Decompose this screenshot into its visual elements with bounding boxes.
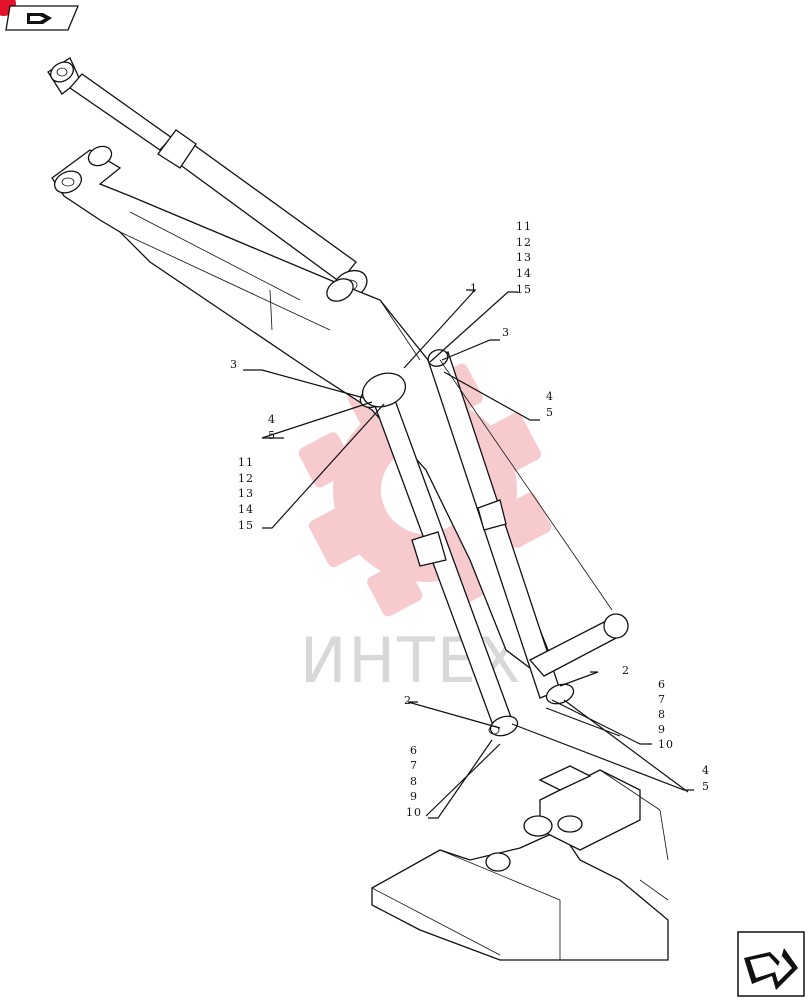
callout-1: 1 [470, 282, 478, 295]
callout-left-9: 9 [410, 790, 418, 803]
callout-left-8: 8 [410, 775, 418, 788]
callout-bottom-5: 5 [702, 780, 710, 793]
callout-left-13: 13 [238, 487, 254, 500]
next-page-arrow-icon [744, 948, 798, 990]
callout-2-right: 2 [622, 664, 630, 677]
callout-left-10: 10 [406, 806, 422, 819]
callout-left-14: 14 [238, 503, 254, 516]
callout-right-5: 5 [546, 406, 554, 419]
callout-right-10: 10 [658, 738, 674, 751]
leader-lines [243, 289, 694, 819]
boom-cylinder-left [359, 372, 519, 737]
callout-right-7: 7 [658, 693, 666, 706]
callout-right-9: 9 [658, 723, 666, 736]
callout-right-11: 11 [516, 220, 532, 233]
callout-left-7: 7 [410, 759, 418, 772]
callout-left-12: 12 [238, 472, 254, 485]
next-page-button[interactable] [737, 931, 805, 997]
callout-3-left: 3 [230, 358, 238, 371]
callout-left-5: 5 [268, 429, 276, 442]
callout-right-4: 4 [546, 390, 554, 403]
callout-left-15: 15 [238, 519, 254, 532]
callout-right-12: 12 [516, 236, 532, 249]
callout-left-6: 6 [410, 744, 418, 757]
callout-right-8: 8 [658, 708, 666, 721]
page-return-badge[interactable] [0, 0, 79, 31]
callout-left-11: 11 [238, 456, 254, 469]
boom-cylinder-upper [47, 57, 368, 301]
callout-2-left: 2 [404, 694, 412, 707]
callout-bottom-4: 4 [702, 764, 710, 777]
callout-right-15: 15 [516, 283, 532, 296]
machine-base-frame [371, 765, 669, 961]
page-return-icon [27, 13, 52, 24]
callout-right-13: 13 [516, 251, 532, 264]
callout-right-6: 6 [658, 678, 666, 691]
callout-3-right: 3 [502, 326, 510, 339]
callout-right-14: 14 [516, 267, 532, 280]
boom-cylinder-right [427, 349, 629, 705]
callout-labels: 1 11 12 13 14 15 3 3 4 5 4 5 11 12 13 14… [230, 220, 710, 819]
callout-left-4: 4 [268, 413, 276, 426]
